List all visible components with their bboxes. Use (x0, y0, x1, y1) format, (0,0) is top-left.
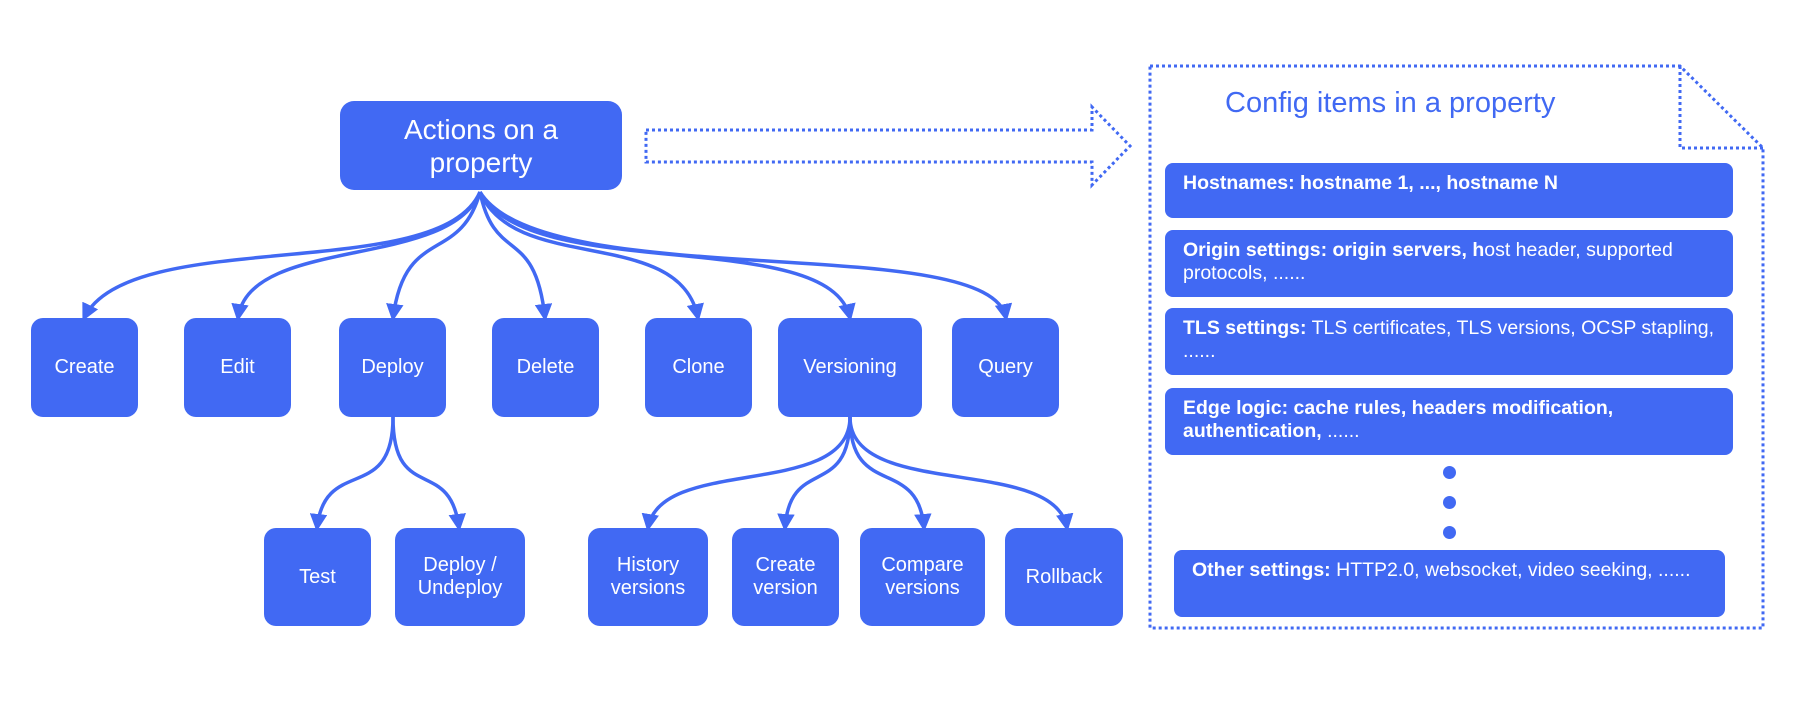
config-item-bold-text: Hostnames: hostname 1, ..., hostname N (1183, 172, 1558, 194)
action-node-delete: Delete (492, 318, 599, 417)
versioning-child-rollback: Rollback (1005, 528, 1123, 626)
connector-root-edit (231, 191, 482, 322)
connector-root-clone (478, 191, 704, 322)
root-node-actions: Actions on a property (340, 101, 622, 190)
connector-deploy-test (309, 416, 395, 532)
config-item-bold-text: Edge logic: cache rules, headers modific… (1183, 397, 1614, 442)
config-item-bold-text: Other settings: (1192, 559, 1331, 581)
action-node-clone: Clone (645, 318, 752, 417)
action-node-deploy: Deploy (339, 318, 446, 417)
config-item-origin: Origin settings: origin servers, host he… (1165, 230, 1733, 297)
connector-root-deploy (386, 191, 482, 322)
config-item-text: ost header, supported protocols, ...... (1183, 239, 1673, 284)
config-item-text: TLS certificates, TLS versions, OCSP sta… (1183, 317, 1715, 362)
action-node-versioning: Versioning (778, 318, 922, 417)
config-item-edge-logic: Edge logic: cache rules, headers modific… (1165, 388, 1733, 455)
ellipsis-dot (1443, 496, 1456, 509)
connector-root-query (478, 191, 1013, 322)
config-item-bold-text: Origin settings: origin servers, h (1183, 239, 1485, 261)
connector-versioning-history (641, 416, 852, 532)
config-item-bold-text: TLS settings: (1183, 317, 1307, 339)
versioning-child-compare: Compare versions (860, 528, 985, 626)
connector-versioning-create (777, 416, 852, 532)
config-item-tls: TLS settings: TLS certificates, TLS vers… (1165, 308, 1733, 375)
connector-root-delete (478, 191, 553, 322)
ellipsis-dot (1443, 526, 1456, 539)
config-item-hostnames: Hostnames: hostname 1, ..., hostname N (1165, 163, 1733, 218)
dotted-right-arrow (644, 103, 1133, 189)
config-item-text: HTTP2.0, websocket, video seeking, .....… (1330, 559, 1691, 581)
action-node-create: Create (31, 318, 138, 417)
action-node-query: Query (952, 318, 1059, 417)
deploy-child-test: Test (264, 528, 371, 626)
config-item-text: ...... (1321, 420, 1360, 442)
ellipsis-dot (1443, 466, 1456, 479)
versioning-child-history: History versions (588, 528, 708, 626)
connector-deploy-undeploy (391, 416, 466, 532)
connector-versioning-compare (848, 416, 932, 532)
config-item-other: Other settings: HTTP2.0, websocket, vide… (1174, 550, 1725, 617)
deploy-child-undeploy: Deploy / Undeploy (395, 528, 525, 626)
connector-versioning-rollback (848, 416, 1074, 532)
versioning-child-create: Create version (732, 528, 839, 626)
config-panel-title: Config items in a property (1225, 87, 1556, 119)
action-node-edit: Edit (184, 318, 291, 417)
